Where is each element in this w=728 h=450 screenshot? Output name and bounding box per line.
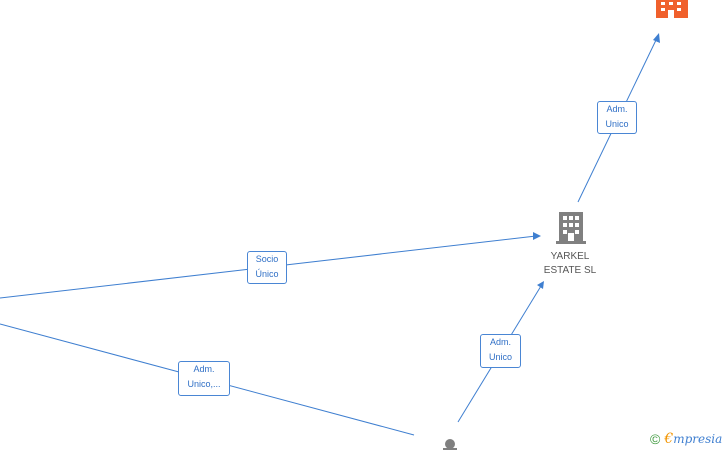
building-icon[interactable] [556,212,586,244]
edge-label-line: Adm. [193,364,215,374]
edge-label-socio-unico[interactable]: Socio Único [247,251,287,284]
company-name-yarkel-estate[interactable]: YARKEL ESTATE SL [530,250,610,278]
company-name-line: YARKEL [550,251,590,262]
edge-label-adm-unico-person[interactable]: Adm. Unico [480,334,521,368]
brand-text: mpresia [673,432,723,446]
arrowhead-yarkel-left [533,232,541,240]
arrowhead-top-company [653,33,660,43]
person-icon[interactable] [443,439,457,450]
copyright-symbol: © [650,431,661,447]
brand-logo: €mpresia [664,431,722,447]
edge-label-adm-unico-top[interactable]: Adm. Unico [597,101,637,134]
edge-label-line: Único [255,269,279,279]
edge-label-line: Socio [255,254,279,264]
edge-label-line: Unico,... [187,379,221,389]
empresia-watermark: © €mpresia [650,430,722,448]
edge-label-line: Unico [488,352,512,362]
building-icon[interactable] [656,0,688,18]
brand-initial: € [664,431,674,447]
edge-label-line: Adm. [489,337,511,347]
edge-label-adm-unico-left[interactable]: Adm. Unico,... [178,361,230,396]
arrowhead-yarkel-bottom [537,281,544,289]
company-name-line: ESTATE SL [543,265,597,276]
edge-label-line: Adm. [606,104,628,114]
edge-label-line: Unico [605,119,629,129]
